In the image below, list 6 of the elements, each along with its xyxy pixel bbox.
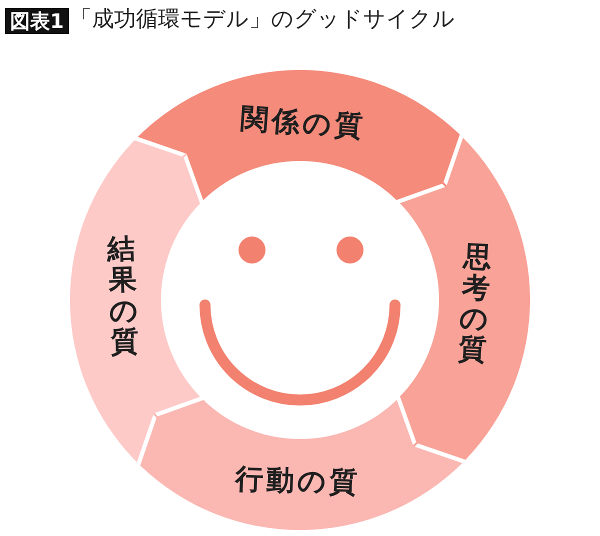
segment-label: 関係の質: [240, 104, 366, 142]
figure-number-tag: 図表1: [5, 8, 69, 34]
segment-label: 行動の質: [235, 464, 361, 498]
segment-label: 結果の質: [106, 232, 140, 358]
segment-label: 思考の質: [456, 240, 494, 366]
diagram-title: 「成功循環モデル」のグッドサイクル: [70, 6, 455, 34]
